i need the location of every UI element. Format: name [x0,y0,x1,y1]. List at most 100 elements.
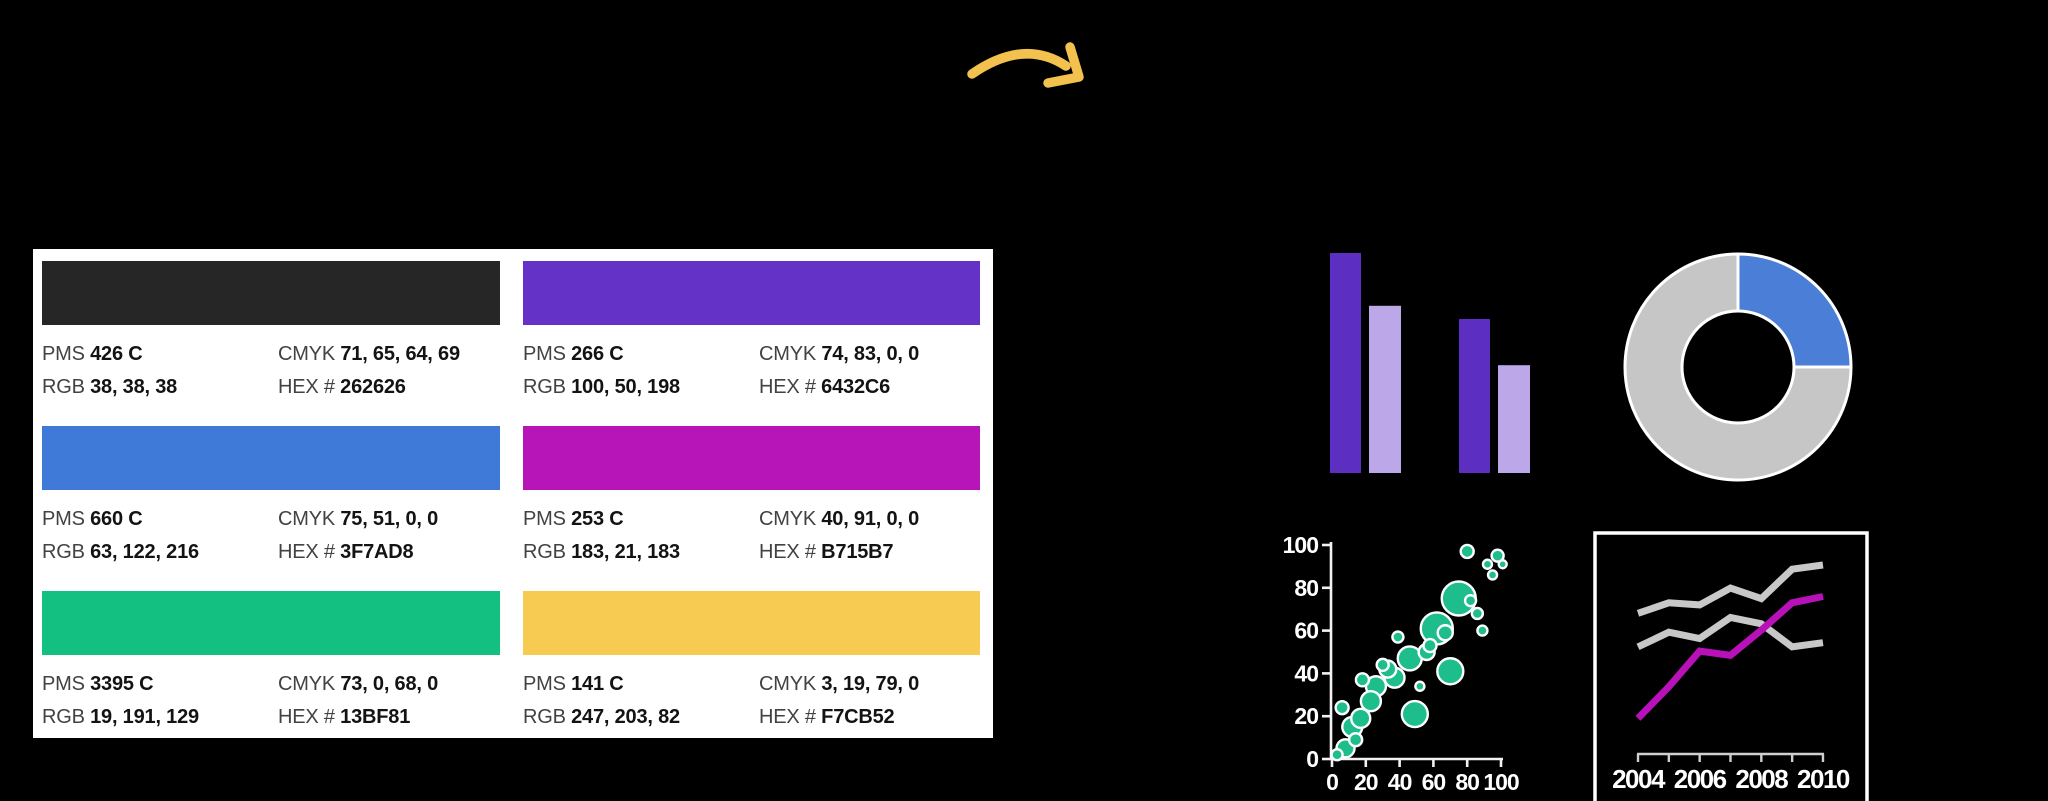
color-specs: PMS 426 C RGB 38, 38, 38 CMYK 71, 65, 64, … [42,338,500,404]
curved-arrow-icon [967,42,1084,88]
rgb-label: RGB [42,541,85,563]
cmyk-value: 74, 83, 0, 0 [821,343,920,365]
cmyk-value: 73, 0, 68, 0 [340,673,439,695]
x-tick-label: 2004 [1612,764,1666,794]
pms-value: 253 C [571,508,624,530]
rgb-label: RGB [42,376,85,398]
specs-col-1: PMS 266 C RGB 100, 50, 198 [523,338,759,404]
bar-dark-1 [1459,319,1490,473]
pms-line: PMS 141 C [523,668,759,701]
hex-label: HEX # [759,706,816,728]
bubble [1330,748,1344,762]
bubble [1347,732,1364,748]
hex-label: HEX # [278,541,335,563]
pms-label: PMS [523,673,566,695]
rgb-value: 38, 38, 38 [90,376,178,398]
line-series-gray-top [1636,561,1824,617]
cmyk-line: CMYK 40, 91, 0, 0 [759,503,919,536]
cmyk-label: CMYK [759,343,816,365]
bubble [1459,543,1475,560]
y-tick-label: 60 [1294,618,1318,644]
hex-label: HEX # [759,376,816,398]
bubble [1436,624,1454,642]
bar-light-1 [1498,365,1530,473]
hex-line: HEX # 3F7AD8 [278,536,438,569]
pms-label: PMS [523,343,566,365]
x-tick-label: 40 [1388,769,1412,795]
bubble [1463,593,1478,608]
pms-label: PMS [42,508,85,530]
pms-value: 660 C [90,508,143,530]
y-tick-label: 80 [1294,575,1318,601]
x-tick-label: 2006 [1674,764,1727,794]
hex-value: 262626 [340,376,406,398]
bubble [1414,680,1426,692]
bar-light-0 [1369,305,1401,473]
hex-line: HEX # 13BF81 [278,701,438,734]
rgb-line: RGB 183, 21, 183 [523,536,759,569]
pms-label: PMS [42,343,85,365]
hex-label: HEX # [278,706,335,728]
x-tick-label: 80 [1455,769,1479,795]
cmyk-line: CMYK 71, 65, 64, 69 [278,338,460,371]
pms-line: PMS 660 C [42,503,278,536]
pms-line: PMS 426 C [42,338,278,371]
bubble [1354,672,1371,688]
donut-chart [1623,252,1853,482]
bubble [1391,630,1405,644]
bubble [1334,699,1350,716]
hex-line: HEX # 262626 [278,371,460,404]
specs-col-1: PMS 426 C RGB 38, 38, 38 [42,338,278,404]
hex-line: HEX # B715B7 [759,536,919,569]
hex-line: HEX # 6432C6 [759,371,919,404]
rgb-line: RGB 100, 50, 198 [523,371,759,404]
pms-value: 141 C [571,673,624,695]
rgb-line: RGB 19, 191, 129 [42,701,278,734]
cmyk-line: CMYK 74, 83, 0, 0 [759,338,919,371]
hex-value: F7CB52 [821,706,895,728]
rgb-value: 183, 21, 183 [571,541,680,563]
bubble [1490,548,1505,563]
y-tick-label: 40 [1294,660,1318,686]
bubble [1375,657,1390,673]
bar-chart [1330,253,1530,473]
chart-frame [1593,531,1869,801]
cmyk-value: 75, 51, 0, 0 [340,508,439,530]
bubble [1470,606,1485,621]
color-swatch-dark [42,261,500,325]
hex-line: HEX # F7CB52 [759,701,919,734]
x-tick-label: 2008 [1735,764,1788,794]
pms-value: 266 C [571,343,624,365]
rgb-value: 63, 122, 216 [90,541,199,563]
x-tick-label: 20 [1354,769,1378,795]
color-swatch-blue [42,426,500,490]
cmyk-line: CMYK 73, 0, 68, 0 [278,668,438,701]
color-swatch-magenta [523,426,980,490]
x-tick-label: 60 [1422,769,1446,795]
x-tick-label: 2010 [1797,764,1850,794]
color-swatch-block-dark: PMS 426 C RGB 38, 38, 38 CMYK 71, 65, 64, … [42,261,500,407]
rgb-value: 100, 50, 198 [571,376,680,398]
bubble [1400,699,1430,729]
rgb-line: RGB 247, 203, 82 [523,701,759,734]
rgb-value: 19, 191, 129 [90,706,199,728]
pms-line: PMS 253 C [523,503,759,536]
bubble [1350,707,1372,730]
hex-value: B715B7 [821,541,894,563]
bar-dark-0 [1330,253,1361,473]
